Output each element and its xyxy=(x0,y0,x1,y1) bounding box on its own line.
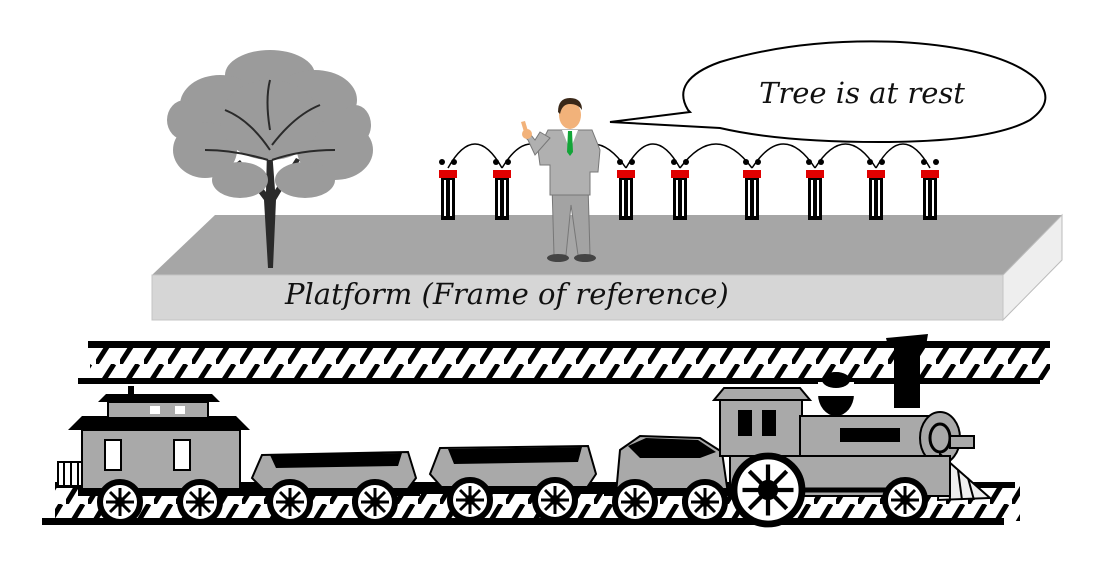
wheel xyxy=(355,482,395,522)
railing-arch xyxy=(625,143,681,169)
railing-post xyxy=(806,159,824,220)
wheel xyxy=(615,482,655,522)
freight-car-2 xyxy=(420,444,604,494)
railing-arch xyxy=(751,143,816,169)
railing-arch xyxy=(679,143,753,169)
railing-arch xyxy=(875,143,931,169)
railing-post xyxy=(493,159,511,220)
wheel xyxy=(180,482,220,522)
platform-front xyxy=(151,274,1004,321)
speech-bubble-icon xyxy=(609,40,1047,144)
train-icon xyxy=(57,334,993,528)
wheel xyxy=(685,482,725,522)
tender xyxy=(604,434,734,496)
man-icon xyxy=(521,98,601,262)
platform xyxy=(151,213,1063,322)
wheel xyxy=(885,480,925,520)
railing-post xyxy=(743,159,761,220)
caboose xyxy=(57,386,250,496)
railing-icon xyxy=(439,143,939,220)
track-upper xyxy=(78,341,1050,384)
platform-top xyxy=(152,215,1062,275)
tree-icon xyxy=(167,50,373,268)
wheel xyxy=(535,480,575,520)
wheel xyxy=(100,482,140,522)
railing-post xyxy=(921,159,939,220)
wheel xyxy=(450,480,490,520)
railing-post xyxy=(439,159,457,220)
railing-arch xyxy=(814,143,877,169)
wheel xyxy=(270,482,310,522)
railing-arch xyxy=(447,143,503,169)
railing-post xyxy=(867,159,885,220)
speech-bubble-text: Tree is at rest xyxy=(759,76,965,110)
platform-label: Platform (Frame of reference) xyxy=(284,277,729,311)
railing-post xyxy=(671,159,689,220)
driver-wheel xyxy=(730,452,806,528)
railing-post xyxy=(617,159,635,220)
